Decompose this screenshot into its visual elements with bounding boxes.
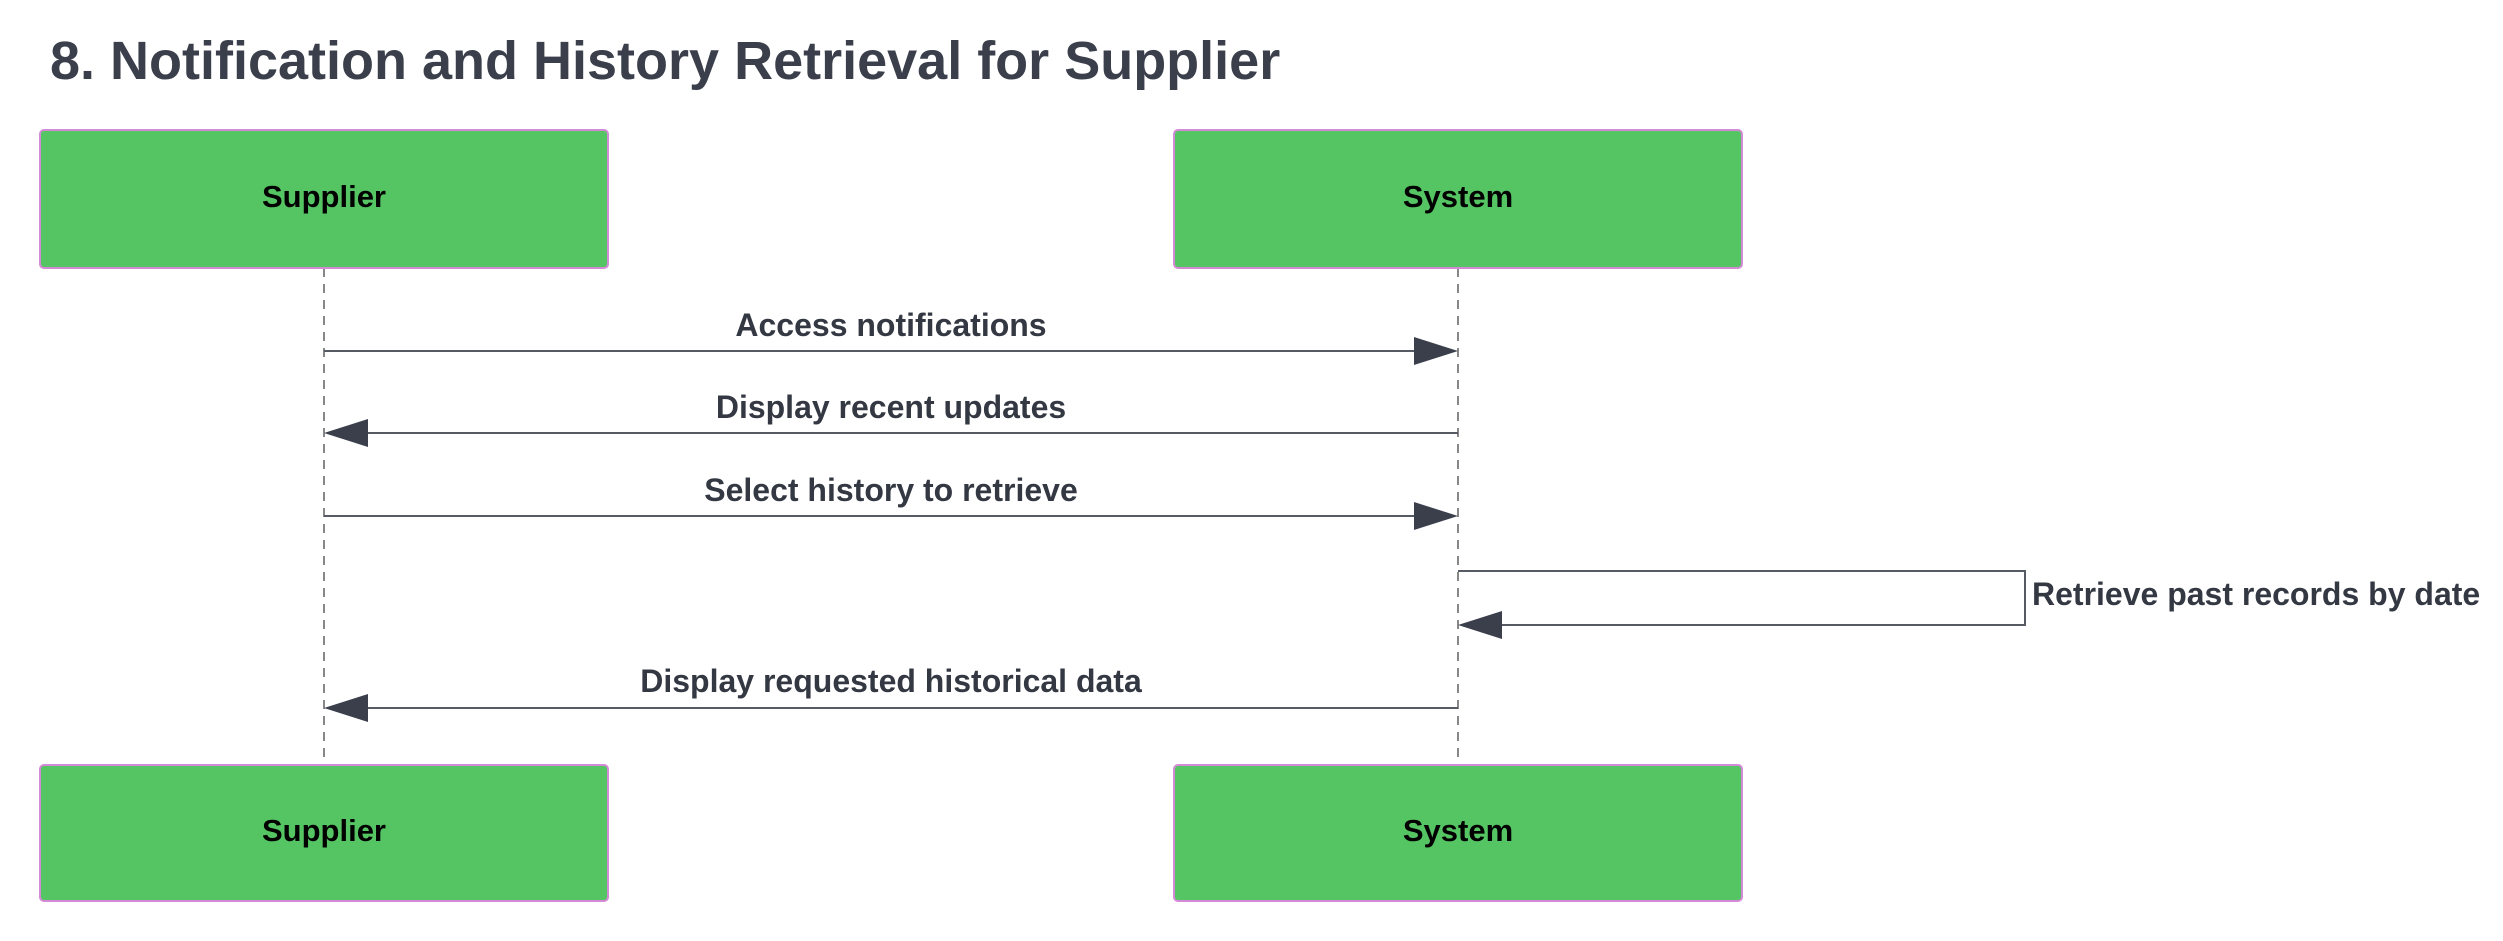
message-label: Access notifications	[735, 307, 1046, 343]
message-retrieve-past-records: Retrieve past records by date	[1458, 570, 2480, 639]
message-display-recent-updates: Display recent updates	[324, 389, 1458, 447]
actor-system-bottom: System	[1173, 764, 1743, 902]
message-label: Retrieve past records by date	[2032, 576, 2480, 612]
message-label: Select history to retrieve	[704, 472, 1077, 508]
actor-system-top: System	[1173, 129, 1743, 269]
actor-system-top-label: System	[1403, 179, 1513, 214]
arrowhead-left	[324, 419, 368, 447]
message-display-historical-data: Display requested historical data	[324, 663, 1458, 722]
actor-supplier-top-label: Supplier	[262, 179, 386, 214]
message-label: Display requested historical data	[640, 663, 1142, 699]
diagram-title: 8. Notification and History Retrieval fo…	[50, 31, 1281, 91]
arrowhead-right	[1414, 502, 1458, 530]
arrowhead-right	[1414, 337, 1458, 365]
actor-supplier-bottom: Supplier	[39, 764, 609, 902]
arrowhead-left	[324, 694, 368, 722]
message-label: Display recent updates	[716, 389, 1066, 425]
actor-system-bottom-label: System	[1403, 813, 1513, 848]
message-select-history: Select history to retrieve	[324, 472, 1458, 530]
actor-supplier-top: Supplier	[39, 129, 609, 269]
arrowhead-left	[1458, 611, 1502, 639]
actor-supplier-bottom-label: Supplier	[262, 813, 386, 848]
message-access-notifications: Access notifications	[324, 307, 1458, 365]
